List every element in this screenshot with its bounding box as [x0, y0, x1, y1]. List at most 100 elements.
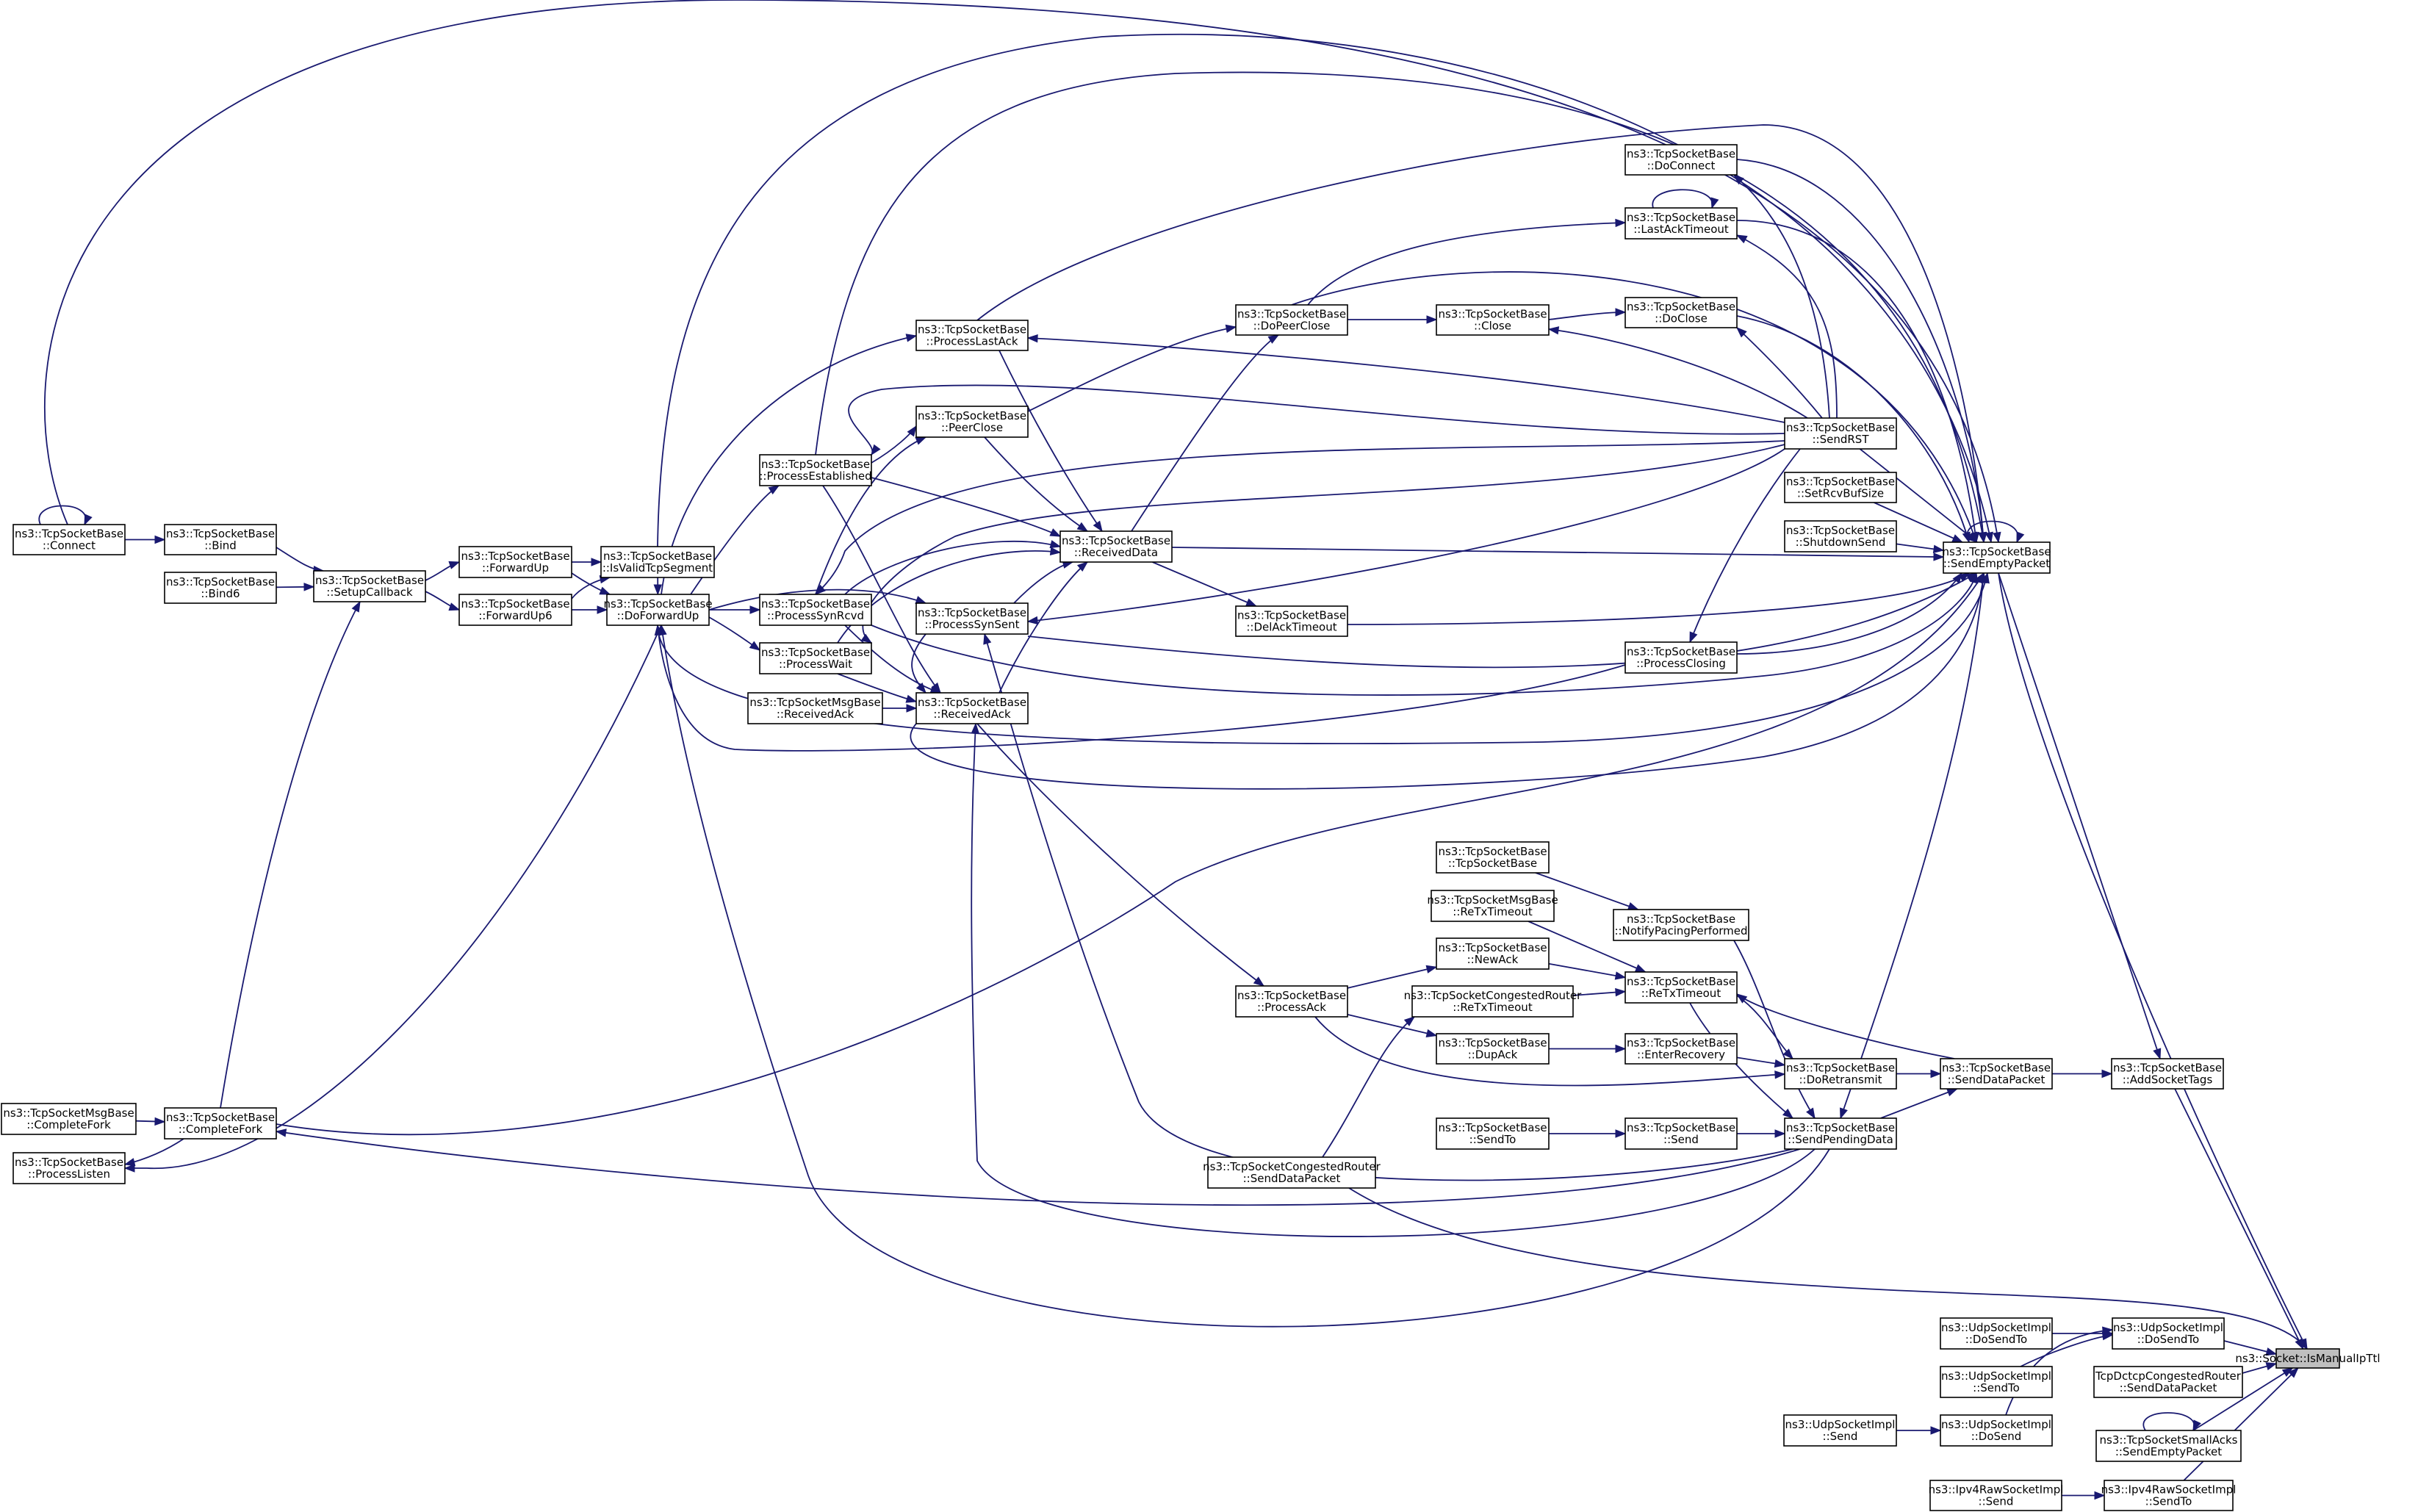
function-node-udpDoSendToImpl[interactable]: ns3::UdpSocketImpl::DoSendTo — [2112, 1317, 2225, 1350]
function-node-sendDataPacket[interactable]: ns3::TcpSocketBase::SendDataPacket — [1940, 1058, 2053, 1090]
function-node-processAck[interactable]: ns3::TcpSocketBase::ProcessAck — [1235, 985, 1348, 1018]
function-node-processEstablished[interactable]: ns3::TcpSocketBase::ProcessEstablished — [759, 454, 872, 486]
function-node-box[interactable] — [313, 570, 426, 602]
function-node-enterRecovery[interactable]: ns3::TcpSocketBase::EnterRecovery — [1624, 1033, 1738, 1065]
function-node-box[interactable] — [2104, 1480, 2234, 1511]
function-node-completeFork[interactable]: ns3::TcpSocketBase::CompleteFork — [164, 1107, 277, 1140]
function-node-box[interactable] — [1940, 1317, 2053, 1350]
function-node-box[interactable] — [915, 602, 1029, 635]
function-node-box[interactable] — [1436, 937, 1550, 970]
function-node-forwardUp6[interactable]: ns3::TcpSocketBase::ForwardUp6 — [458, 594, 572, 626]
function-node-box[interactable] — [164, 524, 277, 555]
function-node-box[interactable] — [1929, 1480, 2062, 1511]
function-node-box[interactable] — [1940, 1058, 2053, 1090]
function-node-box[interactable] — [1784, 417, 1897, 450]
function-node-addSocketTags[interactable]: ns3::TcpSocketBase::AddSocketTags — [2111, 1058, 2224, 1090]
function-node-setupCallback[interactable]: ns3::TcpSocketBase::SetupCallback — [313, 570, 426, 602]
function-node-processLastAck[interactable]: ns3::TcpSocketBase::ProcessLastAck — [915, 320, 1029, 351]
function-node-box[interactable] — [1624, 971, 1738, 1004]
function-node-isValidTcpSegment[interactable]: ns3::TcpSocketBase::IsValidTcpSegment — [600, 546, 715, 578]
function-node-udpDoSend[interactable]: ns3::UdpSocketImpl::DoSend — [1940, 1414, 2053, 1447]
function-node-box[interactable] — [12, 1152, 126, 1184]
function-node-box[interactable] — [1624, 1033, 1738, 1065]
function-node-box[interactable] — [1784, 1058, 1897, 1090]
function-node-box[interactable] — [2111, 1058, 2224, 1090]
function-node-box[interactable] — [1436, 304, 1550, 336]
function-node-bind[interactable]: ns3::TcpSocketBase::Bind — [164, 524, 277, 555]
function-node-doForwardUp[interactable]: ns3::TcpSocketBase::DoForwardUp — [603, 594, 713, 626]
function-node-shutdownSend[interactable]: ns3::TcpSocketBase::ShutdownSend — [1784, 520, 1897, 552]
function-node-box[interactable] — [1, 1103, 137, 1135]
function-node-tcpSendTo[interactable]: ns3::TcpSocketBase::SendTo — [1436, 1117, 1550, 1150]
function-node-box[interactable] — [164, 1107, 277, 1140]
function-node-reTxTimeout[interactable]: ns3::TcpSocketBase::ReTxTimeout — [1624, 971, 1738, 1004]
function-node-doClose[interactable]: ns3::TcpSocketBase::DoClose — [1624, 297, 1738, 328]
function-node-peerClose[interactable]: ns3::TcpSocketBase::PeerClose — [915, 406, 1029, 438]
function-node-sendRST[interactable]: ns3::TcpSocketBase::SendRST — [1784, 417, 1897, 450]
function-node-box[interactable] — [1783, 1414, 1897, 1447]
function-node-box[interactable] — [600, 546, 715, 578]
function-node-box[interactable] — [606, 594, 710, 626]
function-node-doRetransmit[interactable]: ns3::TcpSocketBase::DoRetransmit — [1784, 1058, 1897, 1090]
function-node-udpSendToLeft[interactable]: ns3::UdpSocketImpl::SendTo — [1940, 1366, 2053, 1398]
function-node-box[interactable] — [1943, 541, 2051, 574]
function-node-box[interactable] — [2275, 1348, 2340, 1369]
function-node-box[interactable] — [12, 524, 126, 555]
function-node-tcpDctcpSendData[interactable]: TcpDctcpCongestedRouter::SendDataPacket — [2093, 1366, 2243, 1398]
function-node-box[interactable] — [458, 594, 572, 626]
function-node-box[interactable] — [2093, 1366, 2243, 1398]
function-node-notifyPacing[interactable]: ns3::TcpSocketBase::NotifyPacingPerforme… — [1613, 909, 1749, 941]
function-node-box[interactable] — [1624, 144, 1738, 176]
function-node-box[interactable] — [164, 572, 277, 604]
function-node-receivedAck[interactable]: ns3::TcpSocketBase::ReceivedAck — [915, 692, 1029, 724]
function-node-box[interactable] — [759, 642, 872, 674]
function-node-udpDoSendToLeft[interactable]: ns3::UdpSocketImpl::DoSendTo — [1940, 1317, 2053, 1350]
function-node-delAckTimeout[interactable]: ns3::TcpSocketBase::DelAckTimeout — [1235, 605, 1348, 637]
function-node-box[interactable] — [1436, 1033, 1550, 1065]
function-node-box[interactable] — [759, 454, 872, 486]
function-node-msgReceivedAck[interactable]: ns3::TcpSocketMsgBase::ReceivedAck — [747, 692, 883, 724]
function-node-box[interactable] — [1624, 1117, 1738, 1150]
function-node-box[interactable] — [759, 594, 872, 626]
function-node-box[interactable] — [1431, 890, 1555, 922]
function-node-box[interactable] — [1411, 985, 1574, 1018]
function-node-newAck[interactable]: ns3::TcpSocketBase::NewAck — [1436, 937, 1550, 970]
function-node-tcpSocketBaseCtor[interactable]: ns3::TcpSocketBase::TcpSocketBase — [1436, 841, 1550, 874]
function-node-processClosing[interactable]: ns3::TcpSocketBase::ProcessClosing — [1624, 641, 1738, 674]
function-node-box[interactable] — [1059, 530, 1173, 563]
function-node-receivedData[interactable]: ns3::TcpSocketBase::ReceivedData — [1059, 530, 1173, 563]
function-node-box[interactable] — [2095, 1430, 2242, 1462]
function-node-box[interactable] — [1207, 1156, 1376, 1189]
function-node-processSynRcvd[interactable]: ns3::TcpSocketBase::ProcessSynRcvd — [759, 594, 872, 626]
function-node-doPeerClose[interactable]: ns3::TcpSocketBase::DoPeerClose — [1235, 304, 1348, 336]
function-node-box[interactable] — [1235, 985, 1348, 1018]
function-node-isManualIpTtl[interactable]: ns3::Socket::IsManualIpTtl — [2235, 1348, 2381, 1369]
function-node-box[interactable] — [1436, 841, 1550, 874]
function-node-dupAck[interactable]: ns3::TcpSocketBase::DupAck — [1436, 1033, 1550, 1065]
function-node-ipv4RawSendTo[interactable]: ns3::Ipv4RawSocketImpl::SendTo — [2101, 1480, 2237, 1511]
function-node-box[interactable] — [1436, 1117, 1550, 1150]
function-node-box[interactable] — [1784, 520, 1897, 552]
function-node-box[interactable] — [1784, 1117, 1897, 1150]
function-node-doConnect[interactable]: ns3::TcpSocketBase::DoConnect — [1624, 144, 1738, 176]
function-node-lastAckTimeout[interactable]: ns3::TcpSocketBase::LastAckTimeout — [1624, 207, 1738, 240]
function-node-box[interactable] — [1235, 304, 1348, 336]
function-node-bind6[interactable]: ns3::TcpSocketBase::Bind6 — [164, 572, 277, 604]
function-node-setRcvBufSize[interactable]: ns3::TcpSocketBase::SetRcvBufSize — [1784, 472, 1897, 503]
function-node-udpSend[interactable]: ns3::UdpSocketImpl::Send — [1783, 1414, 1897, 1447]
function-node-congReTxTimeout[interactable]: ns3::TcpSocketCongestedRouter::ReTxTimeo… — [1404, 985, 1582, 1018]
function-node-processSynSent[interactable]: ns3::TcpSocketBase::ProcessSynSent — [915, 602, 1029, 635]
function-node-box[interactable] — [1235, 605, 1348, 637]
function-node-sendPendingData[interactable]: ns3::TcpSocketBase::SendPendingData — [1784, 1117, 1897, 1150]
function-node-box[interactable] — [747, 692, 883, 724]
function-node-connect[interactable]: ns3::TcpSocketBase::Connect — [12, 524, 126, 555]
function-node-smallAcksSendEmpty[interactable]: ns3::TcpSocketSmallAcks::SendEmptyPacket — [2095, 1430, 2242, 1462]
function-node-msgReTxTimeout[interactable]: ns3::TcpSocketMsgBase::ReTxTimeout — [1427, 890, 1558, 922]
function-node-box[interactable] — [1624, 641, 1738, 674]
function-node-box[interactable] — [1624, 297, 1738, 328]
function-node-ipv4RawSend[interactable]: ns3::Ipv4RawSocketImpl::Send — [1929, 1480, 2064, 1511]
function-node-processWait[interactable]: ns3::TcpSocketBase::ProcessWait — [759, 642, 872, 674]
function-node-box[interactable] — [2112, 1317, 2225, 1350]
function-node-box[interactable] — [1624, 207, 1738, 240]
function-node-congSendDataPacket[interactable]: ns3::TcpSocketCongestedRouter::SendDataP… — [1203, 1156, 1381, 1189]
